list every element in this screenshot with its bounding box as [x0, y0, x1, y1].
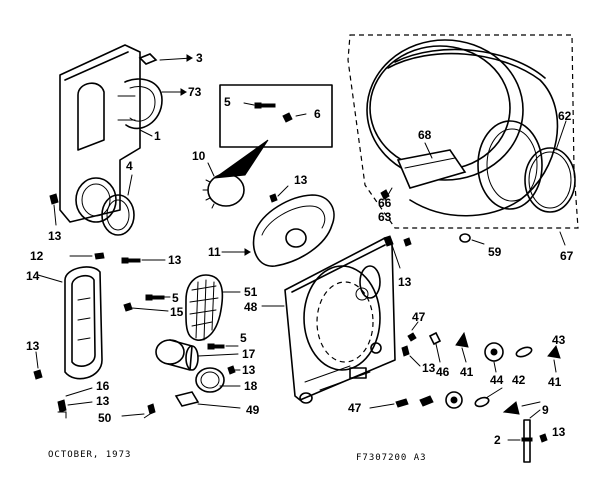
callout-46: 46	[436, 365, 450, 379]
callout-13g: 13	[96, 394, 110, 408]
screw-13c	[121, 257, 141, 264]
screw-top-right	[403, 237, 412, 247]
blower-housing-11	[252, 194, 335, 267]
callout-51: 51	[244, 285, 258, 299]
clip-12	[94, 252, 105, 260]
callout-63: 63	[378, 210, 392, 224]
callout-10: 10	[192, 149, 206, 163]
callout-12: 12	[30, 249, 44, 263]
belt-18	[195, 367, 225, 393]
screw-5c	[207, 343, 225, 350]
drum-baffle	[396, 149, 467, 189]
callout-13a: 13	[48, 229, 62, 243]
motor-17	[155, 339, 199, 371]
screw-13b	[269, 193, 278, 203]
callout-5c: 5	[240, 331, 247, 345]
callout-5a: 5	[224, 95, 231, 109]
callout-47a: 47	[412, 310, 426, 324]
callout-59: 59	[488, 245, 502, 259]
callout-13h: 13	[422, 361, 436, 375]
callout-66: 66	[378, 196, 392, 210]
blower-wheel-10	[207, 173, 245, 207]
callout-15: 15	[170, 305, 184, 319]
washer-42	[474, 396, 490, 408]
rod-2	[523, 419, 531, 463]
spring-41a	[455, 331, 469, 348]
callout-68: 68	[418, 128, 432, 142]
callout-47b: 47	[348, 401, 362, 415]
pulley-lower	[445, 391, 463, 409]
callout-67: 67	[560, 249, 574, 263]
clip-46	[428, 331, 442, 346]
callout-labels: 3 73 1 4 13 5 6 10 13 11 68 62 66 63 59 …	[26, 51, 574, 447]
callout-3: 3	[196, 51, 203, 65]
gasket-73	[124, 78, 163, 130]
callout-43: 43	[552, 333, 566, 347]
spring-41b	[547, 344, 561, 359]
clip-3	[138, 53, 158, 65]
callout-9: 9	[542, 403, 549, 417]
callout-1: 1	[154, 129, 161, 143]
callout-41a: 41	[460, 365, 474, 379]
drum-assembly	[347, 34, 579, 246]
detail-nut	[282, 112, 293, 123]
callout-13i: 13	[552, 425, 566, 439]
callout-62: 62	[558, 109, 572, 123]
callout-41b: 41	[548, 375, 562, 389]
detail-pointer	[213, 139, 269, 179]
screw-5b	[145, 294, 165, 301]
callout-13f: 13	[242, 363, 256, 377]
screw-13i	[539, 433, 548, 443]
spring-41c	[502, 401, 520, 415]
callout-16: 16	[96, 379, 110, 393]
bracket-49	[174, 391, 200, 407]
nut-15	[123, 302, 133, 312]
screw-13a	[49, 193, 59, 205]
screw-13f	[227, 365, 236, 375]
screw-13d	[383, 235, 394, 247]
callout-44: 44	[490, 373, 504, 387]
callout-5b: 5	[172, 291, 179, 305]
idler-pulley-44	[484, 342, 504, 362]
drum-small-ring	[459, 233, 471, 243]
washer-43	[515, 346, 533, 358]
callout-13d: 13	[398, 275, 412, 289]
callout-13b: 13	[294, 173, 308, 187]
callout-48: 48	[244, 300, 258, 314]
detail-screw	[254, 102, 276, 109]
callout-11: 11	[208, 245, 221, 259]
detail-box	[219, 84, 333, 148]
callout-13c: 13	[168, 253, 182, 267]
shaft-47b	[395, 398, 409, 408]
footer-date: OCTOBER, 1973	[48, 450, 131, 460]
callout-14: 14	[26, 269, 40, 283]
callout-49: 49	[246, 403, 260, 417]
callout-6: 6	[314, 107, 321, 121]
bracket-mid	[419, 395, 434, 407]
callout-13e: 13	[26, 339, 40, 353]
screw-13h	[401, 345, 410, 357]
drum-seal-ring	[524, 147, 576, 213]
screw-50	[143, 403, 156, 419]
callout-73: 73	[188, 85, 202, 99]
hinge-16	[57, 399, 67, 413]
screw-panel-left	[33, 369, 43, 380]
callout-18: 18	[244, 379, 258, 393]
callout-2: 2	[494, 433, 501, 447]
ring-4	[101, 194, 135, 236]
rear-bulkhead-48	[284, 237, 396, 404]
callout-17: 17	[242, 347, 256, 361]
callout-50: 50	[98, 411, 112, 425]
washer-47a	[407, 332, 417, 342]
callout-42: 42	[512, 373, 526, 387]
footer-part-number: F7307200 A3	[356, 453, 427, 463]
callout-4: 4	[126, 159, 133, 173]
control-panel-14	[64, 266, 103, 380]
